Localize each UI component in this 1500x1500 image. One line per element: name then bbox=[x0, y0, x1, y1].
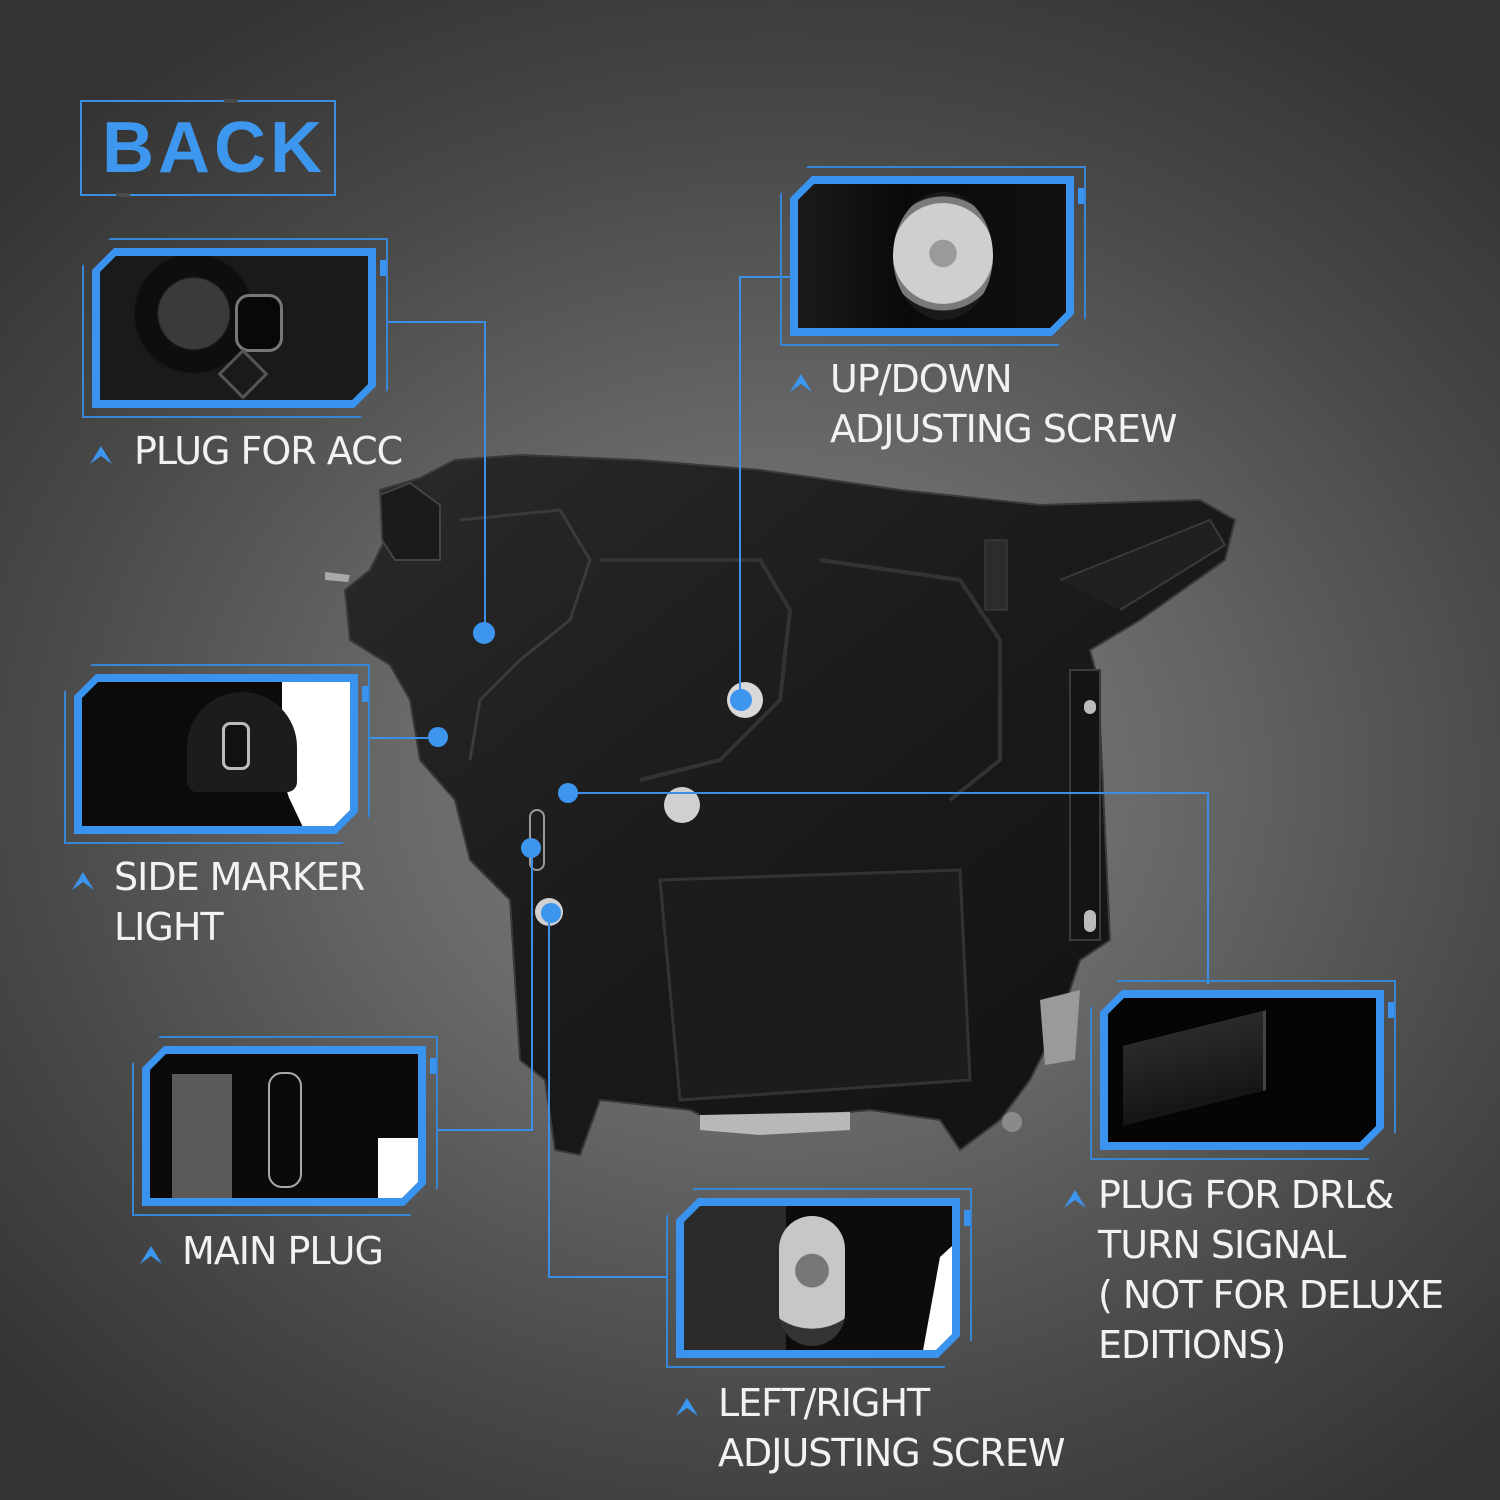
callout-main-plug-image bbox=[132, 1036, 438, 1216]
label-plug-for-drl-turn-signal: PLUG FOR DRL& TURN SIGNAL ( NOT FOR DELU… bbox=[1098, 1173, 1444, 1367]
callout-drl-plug-image bbox=[1090, 980, 1396, 1160]
chevron-up-icon bbox=[90, 446, 112, 464]
chevron-up-icon bbox=[72, 872, 94, 890]
chevron-up-icon bbox=[1064, 1190, 1086, 1208]
chevron-up-icon bbox=[140, 1246, 162, 1264]
drl-plug-photo bbox=[1108, 998, 1376, 1142]
label-plug-for-acc: PLUG FOR ACC bbox=[134, 429, 403, 473]
side-marker-photo bbox=[82, 682, 350, 826]
label-left-right-adjusting-screw: LEFT/RIGHT ADJUSTING SCREW bbox=[718, 1381, 1065, 1475]
left-right-screw-photo bbox=[684, 1206, 952, 1350]
callout-up-down-screw-image bbox=[780, 166, 1086, 346]
callout-plug-for-acc-image bbox=[82, 238, 388, 418]
chevron-up-icon bbox=[676, 1398, 698, 1416]
plug-for-acc-photo bbox=[100, 256, 368, 400]
chevron-up-icon bbox=[790, 374, 812, 392]
back-title: BACK bbox=[102, 108, 326, 188]
back-badge-frame bbox=[80, 99, 336, 197]
callout-left-right-screw-image bbox=[666, 1188, 972, 1368]
main-plug-photo bbox=[150, 1054, 418, 1198]
callout-side-marker-image bbox=[64, 664, 370, 844]
label-up-down-adjusting-screw: UP/DOWN ADJUSTING SCREW bbox=[830, 357, 1177, 451]
label-main-plug: MAIN PLUG bbox=[182, 1229, 384, 1273]
up-down-screw-photo bbox=[798, 184, 1066, 328]
label-side-marker-light: SIDE MARKER LIGHT bbox=[114, 855, 365, 949]
